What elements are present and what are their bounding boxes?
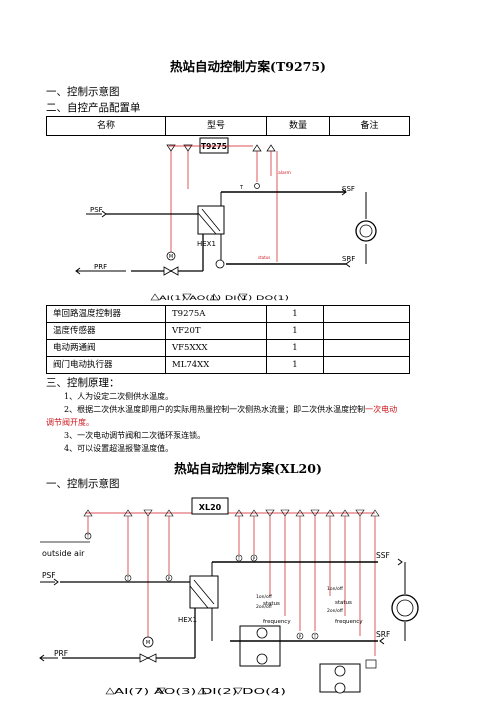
temp-sensor-icon	[124, 574, 132, 582]
principle-3: 3、一次电动调节阀和二次循环泵连锁。	[64, 431, 206, 440]
svg-text:P: P	[253, 556, 256, 561]
svg-text:T: T	[237, 556, 241, 561]
alarm-label: alarm	[278, 170, 291, 176]
section-config: 二、自控产品配置单	[46, 102, 141, 114]
col-note: 备注	[329, 116, 410, 136]
config-table-body: 单回路温度控制器 T9275A 1 温度传感器 VF20T 1 电动两通阀 VF…	[46, 305, 410, 374]
svg-text:1on/off: 1on/off	[256, 594, 273, 600]
section-diagram-1: 一、控制示意图	[46, 86, 120, 98]
svg-text:frequency: frequency	[335, 619, 363, 625]
pump-icon	[215, 259, 225, 269]
svg-text:status: status	[335, 600, 352, 606]
table-row: 单回路温度控制器 T9275A 1	[46, 305, 410, 323]
ssf-label-2: SSF	[376, 551, 390, 560]
ssf-label: SSF	[342, 185, 355, 193]
svg-text:P: P	[168, 576, 171, 581]
actuator-icon-2	[142, 636, 154, 648]
io-legend-icons	[150, 293, 248, 301]
tank-icon	[365, 659, 377, 669]
config-table-header: 名称 型号 数量 备注	[46, 116, 410, 136]
psf-label-2: PSF	[42, 571, 56, 580]
hex-label-2: HEX1	[178, 616, 197, 624]
section-principle: 三、控制原理：	[46, 377, 120, 389]
valve-icon	[163, 266, 179, 276]
svg-text:status: status	[263, 601, 280, 607]
valve-icon-2	[139, 653, 157, 663]
pressure-sensor-icon	[165, 574, 173, 582]
col-model: 型号	[165, 116, 267, 136]
xl20-label: XL20	[199, 503, 222, 512]
srf-label-2: SRF	[376, 630, 390, 639]
principle-1: 1、人为设定二次侧供水温度。	[64, 392, 174, 401]
pump-icon	[334, 665, 346, 677]
pressure-sensor-icon	[296, 632, 304, 640]
table-row: 温度传感器 VF20T 1	[46, 322, 410, 340]
status-label: status	[258, 255, 270, 260]
control-diagram-xl20: XL20 T outside air T	[39, 497, 419, 696]
principle-2: 2、根据二次供水温度即用户的实际用热量控制一次侧热水流量；即二次供水温度控制一次…	[64, 405, 398, 414]
pump-icon	[256, 653, 268, 665]
doc-title-1: 热站自动控制方案(T9275)	[170, 59, 326, 74]
svg-text:T: T	[313, 634, 317, 639]
srf-label: SRF	[342, 255, 355, 263]
controller-label: T9275	[201, 142, 227, 151]
principle-2-cont: 调节阀开度。	[46, 418, 94, 427]
xl20-controller	[191, 497, 229, 515]
pressure-sensor-icon	[250, 554, 258, 562]
pump-icon	[334, 682, 346, 694]
doc-title-2: 热站自动控制方案(XL20)	[174, 461, 322, 476]
temp-sensor-icon	[235, 554, 243, 562]
section-diagram-2: 一、控制示意图	[46, 478, 120, 490]
t9275-controller	[199, 137, 229, 154]
table-row: 阀门电动执行器 ML74XX 1	[46, 356, 410, 374]
svg-text:T: T	[86, 534, 90, 539]
temp-sensor-label: T	[239, 185, 244, 191]
io-legend-icons-2	[105, 687, 243, 695]
hex-label: HEX1	[197, 240, 216, 248]
temp-sensor-icon	[311, 632, 319, 640]
prf-label-2: PRF	[54, 649, 68, 658]
col-qty: 数量	[266, 116, 330, 136]
outside-air-sensor-icon	[84, 532, 92, 540]
svg-text:M: M	[146, 640, 150, 646]
actuator-label: M	[169, 254, 173, 260]
principle-4: 4、可以设置超温报警温度值。	[64, 444, 174, 453]
svg-text:2on/off: 2on/off	[327, 608, 344, 614]
temperature-sensor-icon	[254, 183, 260, 189]
svg-text:P: P	[299, 634, 302, 639]
control-diagram-t9275: T9275 alarm T HEX1 status PSF PRF SSF SR…	[75, 137, 377, 302]
table-row: 电动两通阀 VF5XXX 1	[46, 339, 410, 357]
col-name: 名称	[46, 116, 166, 136]
svg-text:1on/off: 1on/off	[327, 586, 344, 592]
psf-label: PSF	[90, 206, 103, 214]
svg-text:T: T	[126, 576, 130, 581]
prf-label: PRF	[94, 263, 107, 271]
svg-text:frequency: frequency	[263, 619, 291, 625]
pump-icon	[256, 627, 268, 639]
actuator-icon	[166, 251, 176, 261]
outside-air-label: outside air	[42, 549, 85, 558]
io-legend-2: AI(7) AO(3) DI(2) DO(4)	[114, 687, 286, 696]
io-legend-1: AI(1) AO(1) DI(1) DO(1)	[159, 294, 289, 302]
svg-text:2on/off: 2on/off	[256, 604, 273, 610]
